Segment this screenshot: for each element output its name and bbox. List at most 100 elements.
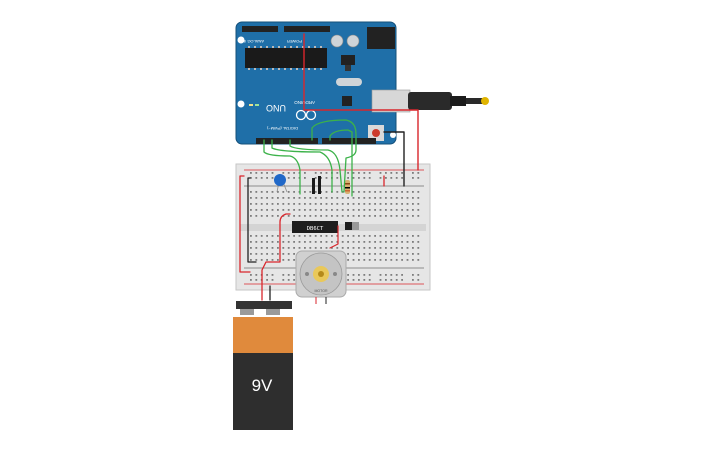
breadboard-hole (287, 215, 290, 217)
breadboard-hole (406, 191, 409, 193)
mounting-hole (390, 132, 396, 138)
breadboard-hole (287, 259, 290, 261)
breadboard-hole (347, 215, 349, 217)
breadboard-hole (260, 235, 263, 237)
breadboard-hole (358, 274, 360, 276)
breadboard-hole (282, 279, 285, 281)
breadboard-hole (390, 247, 393, 249)
breadboard-hole (401, 191, 403, 193)
arduino-board[interactable]: ANALOG IN POWER UNO ARDUINO DI (235, 21, 411, 145)
breadboard-hole (293, 191, 295, 193)
breadboard-hole (298, 235, 301, 237)
breadboard-hole (287, 279, 290, 281)
breadboard-hole (266, 279, 268, 281)
breadboard-hole (287, 274, 290, 276)
resistor[interactable] (345, 180, 350, 194)
breadboard-hole (368, 259, 371, 261)
breadboard-hole (260, 241, 263, 243)
wire-gnd[interactable] (383, 131, 405, 187)
breadboard-hole (277, 215, 279, 217)
breadboard-hole (298, 241, 301, 243)
breadboard-hole (287, 172, 290, 174)
breadboard-hole (406, 235, 409, 237)
breadboard-hole (293, 247, 295, 249)
breadboard-hole (277, 191, 279, 193)
breadboard-hole (379, 235, 382, 237)
ic-chip[interactable]: DB6CT (292, 221, 338, 233)
breadboard-hole (363, 247, 366, 249)
ceramic-capacitor[interactable] (274, 174, 288, 193)
breadboard-hole (293, 241, 295, 243)
breadboard-hole (266, 203, 268, 205)
breadboard-hole (250, 215, 252, 217)
breadboard-hole (287, 247, 290, 249)
breadboard-hole (314, 247, 317, 249)
breadboard-hole (390, 235, 393, 237)
wire-motor[interactable] (329, 225, 339, 249)
capacitor-lead[interactable] (312, 178, 315, 194)
breadboard-hole (255, 209, 258, 211)
wire-signal-5[interactable] (329, 129, 353, 197)
breadboard-hole (374, 259, 376, 261)
breadboard-hole (390, 191, 393, 193)
breadboard-hole (352, 197, 355, 199)
dc-motor[interactable]: MOTOR (295, 250, 347, 304)
wire-signal-1[interactable] (263, 139, 301, 195)
capacitor-lead[interactable] (318, 176, 321, 194)
breadboard-hole (250, 279, 252, 281)
breadboard-hole (368, 172, 371, 174)
breadboard-hole (417, 215, 420, 217)
breadboard-hole (320, 241, 322, 243)
wire-5v[interactable] (303, 33, 419, 171)
breadboard-hole (309, 191, 312, 193)
breadboard-hole (390, 215, 393, 217)
header-power (284, 26, 330, 32)
breadboard-hole (417, 247, 420, 249)
breadboard-hole (287, 203, 290, 205)
breadboard-hole (271, 172, 274, 174)
breadboard-hole (352, 172, 355, 174)
wire-ground-bridge[interactable] (247, 177, 257, 263)
breadboard-hole (250, 177, 252, 179)
breadboard-hole (336, 172, 339, 174)
breadboard-hole (379, 203, 382, 205)
usb-cable[interactable] (408, 92, 489, 110)
battery-voltage-label: 9V (252, 376, 273, 395)
breadboard-hole (293, 215, 295, 217)
breadboard-hole (298, 203, 301, 205)
breadboard-hole (325, 191, 328, 193)
wire-signal-4[interactable] (311, 119, 357, 193)
breadboard-hole (309, 215, 312, 217)
breadboard-hole (363, 274, 366, 276)
breadboard-hole (304, 209, 306, 211)
reset-button-cap[interactable] (372, 129, 380, 137)
breadboard-hole (314, 191, 317, 193)
breadboard-hole (271, 235, 274, 237)
breadboard-hole (320, 203, 322, 205)
breadboard-hole (363, 215, 366, 217)
breadboard-hole (304, 197, 306, 199)
breadboard-hole (385, 172, 387, 174)
breadboard-hole (347, 197, 349, 199)
wire-signal-2[interactable] (271, 139, 333, 193)
breadboard-hole (358, 215, 360, 217)
breadboard-hole (401, 177, 403, 179)
breadboard-hole (417, 209, 420, 211)
breadboard-hole (358, 191, 360, 193)
breadboard-hole (314, 197, 317, 199)
breadboard-hole (336, 191, 339, 193)
breadboard-hole (379, 241, 382, 243)
wire-rail-bridge[interactable] (239, 175, 251, 273)
breadboard-hole (401, 259, 403, 261)
breadboard-hole (336, 209, 339, 211)
wire-battery-positive[interactable] (261, 213, 291, 301)
breadboard-hole (282, 235, 285, 237)
wire-signal-3[interactable] (289, 139, 343, 193)
wires[interactable] (239, 33, 419, 301)
breadboard-hole (320, 172, 322, 174)
breadboard-hole (293, 274, 295, 276)
battery-9v[interactable]: 9V (233, 301, 293, 430)
breadboard-hole (406, 215, 409, 217)
breadboard-hole (374, 253, 376, 255)
breadboard-hole (314, 241, 317, 243)
